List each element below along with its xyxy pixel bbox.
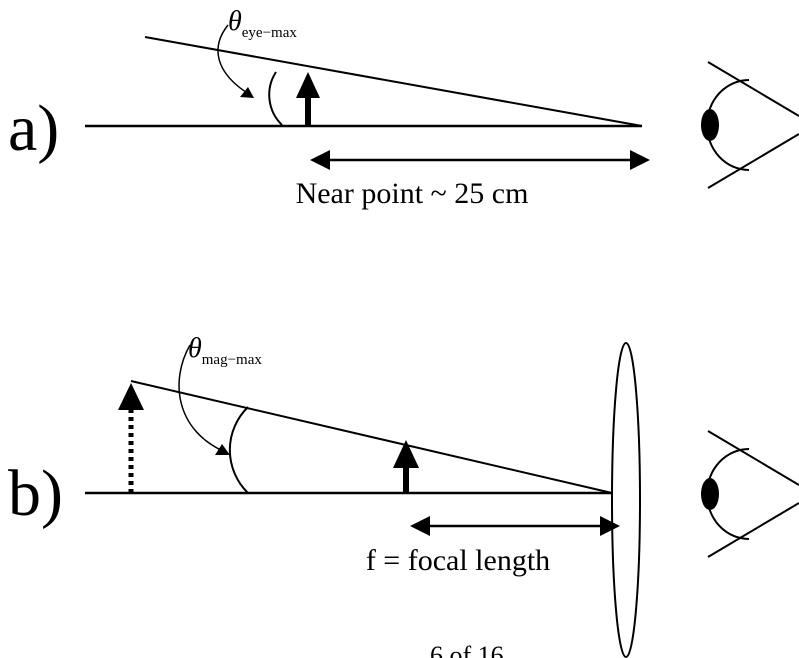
panel-b-sight-ray	[130, 380, 613, 494]
panel-a-label: a)	[8, 92, 59, 165]
panel-b-label: b)	[8, 457, 63, 530]
panel-b-eye-icon	[701, 430, 799, 558]
panel-a-distance-label: Near point ~ 25 cm	[296, 177, 529, 210]
panel-a: a) θeye−max Near point ~ 25 cm	[8, 6, 799, 210]
panel-a-object-arrow	[296, 72, 320, 126]
panel-a-distance-arrow	[310, 150, 650, 170]
panel-a-eye-icon	[701, 61, 799, 189]
panel-b-lens	[611, 342, 641, 658]
panel-a-angle-arc	[268, 71, 283, 126]
panel-b-angle-pointer-head	[215, 444, 230, 455]
panel-b-virtual-image-arrow	[118, 383, 144, 493]
panel-b: b) θmag−max f = fo	[8, 333, 799, 658]
panel-b-object-arrow	[393, 440, 419, 493]
panel-a-angle-label: θeye−max	[228, 6, 297, 41]
panel-a-angle-pointer	[217, 24, 253, 97]
panel-a-angle-pointer-head	[240, 87, 254, 98]
panel-b-focal-length-label: f = focal length	[366, 544, 550, 577]
panel-b-focal-length-arrow	[410, 516, 620, 536]
page-number: 6 of 16	[430, 641, 504, 658]
panel-b-angle-pointer	[178, 344, 226, 453]
panel-a-sight-ray	[144, 36, 643, 127]
panel-b-angle-label: θmag−max	[188, 333, 262, 368]
panel-b-angle-arc	[228, 406, 249, 494]
